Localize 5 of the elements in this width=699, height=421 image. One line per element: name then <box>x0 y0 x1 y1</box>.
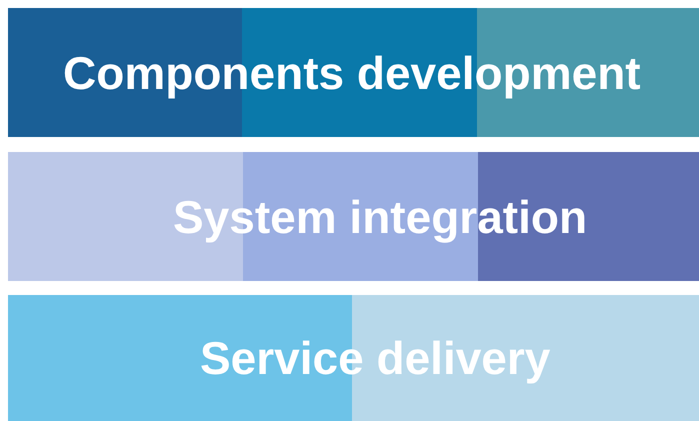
band-title: Components development <box>63 46 641 100</box>
layer-band <box>8 152 699 281</box>
layer-band <box>8 295 699 421</box>
band-title: Service delivery <box>200 331 550 385</box>
layer-band <box>8 8 699 137</box>
